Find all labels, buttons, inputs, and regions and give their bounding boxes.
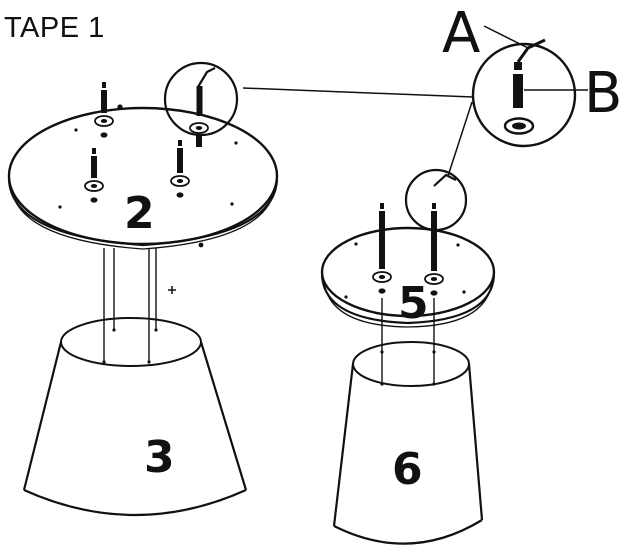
small-table-top <box>320 226 496 328</box>
large-table-bolts <box>84 82 190 203</box>
step-title: TAPE 1 <box>4 12 105 44</box>
small-table-guide-lines <box>380 298 436 386</box>
callout-label-a: A <box>442 1 480 66</box>
bolt-washer-1 <box>94 82 114 138</box>
small-table-base <box>332 341 484 545</box>
callout-label-b: B <box>584 61 622 126</box>
part-label-small-top: 5 <box>398 278 429 329</box>
part-label-large-base: 3 <box>144 432 175 483</box>
marker-cross-icon <box>168 286 176 294</box>
large-table-base <box>22 317 248 517</box>
detail-magnifier <box>471 38 577 148</box>
part-label-small-base: 6 <box>392 444 423 495</box>
large-table-guide-lines <box>102 248 158 364</box>
bolt-washer-2 <box>84 148 104 203</box>
large-table-magnifier <box>163 61 239 147</box>
small-table-bolts <box>372 203 444 296</box>
large-table-top <box>7 104 279 250</box>
bolt-washer-5 <box>424 203 444 296</box>
detail-connector-lines <box>242 25 588 177</box>
bolt-washer-4 <box>372 203 392 294</box>
small-table-magnifier <box>404 168 468 232</box>
part-label-large-top: 2 <box>124 188 155 239</box>
bolt-washer-3 <box>170 140 190 198</box>
